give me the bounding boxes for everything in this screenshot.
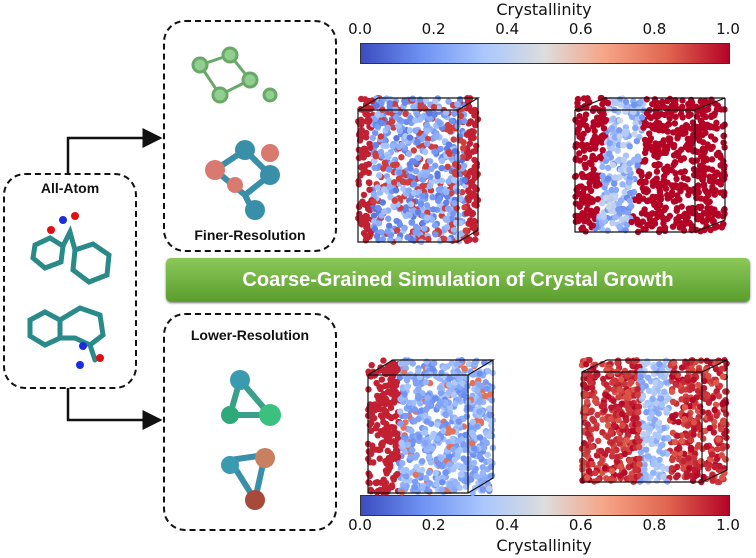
cube-finer-1	[354, 94, 482, 246]
colorbar-tick-label: 0.2	[421, 516, 446, 534]
colorbar-top	[360, 43, 730, 64]
title-banner: Coarse-Grained Simulation of Crystal Gro…	[166, 258, 750, 302]
colorbar-tick-label: 0.0	[348, 20, 372, 38]
finer-resolution-box	[163, 20, 337, 252]
colorbar-tick-label: 0.8	[642, 516, 667, 534]
arrow-to-finer	[66, 128, 163, 173]
all-atom-label: All-Atom	[40, 180, 100, 196]
colorbar-tick-label: 0.2	[421, 20, 446, 38]
colorbar-tick-label: 0.0	[348, 516, 372, 534]
lower-resolution-label: Lower-Resolution	[190, 327, 310, 343]
colorbar-bottom-title: Crystallinity	[496, 536, 592, 555]
finer-resolution-molecules	[191, 46, 280, 220]
lower-resolution-molecules	[221, 370, 281, 510]
colorbar-tick-label: 0.4	[495, 516, 520, 534]
colorbar-tick-label: 1.0	[716, 20, 740, 38]
colorbar-tick-label: 0.6	[568, 20, 593, 38]
finer-resolution-label: Finer-Resolution	[194, 227, 306, 243]
lower-resolution-box	[163, 313, 337, 531]
colorbar-tick-label: 1.0	[716, 516, 740, 534]
arrow-to-lower	[66, 388, 163, 430]
colorbar-bottom	[360, 495, 730, 516]
cube-lower-1	[364, 356, 497, 496]
colorbar-tick-label: 0.6	[568, 516, 593, 534]
colorbar-top-title: Crystallinity	[496, 0, 592, 19]
all-atom-molecules	[27, 212, 112, 369]
cube-finer-2	[571, 94, 728, 236]
all-atom-box	[3, 173, 137, 389]
cube-lower-2	[578, 356, 730, 486]
colorbar-tick-label: 0.8	[642, 20, 667, 38]
colorbar-tick-label: 0.4	[495, 20, 520, 38]
